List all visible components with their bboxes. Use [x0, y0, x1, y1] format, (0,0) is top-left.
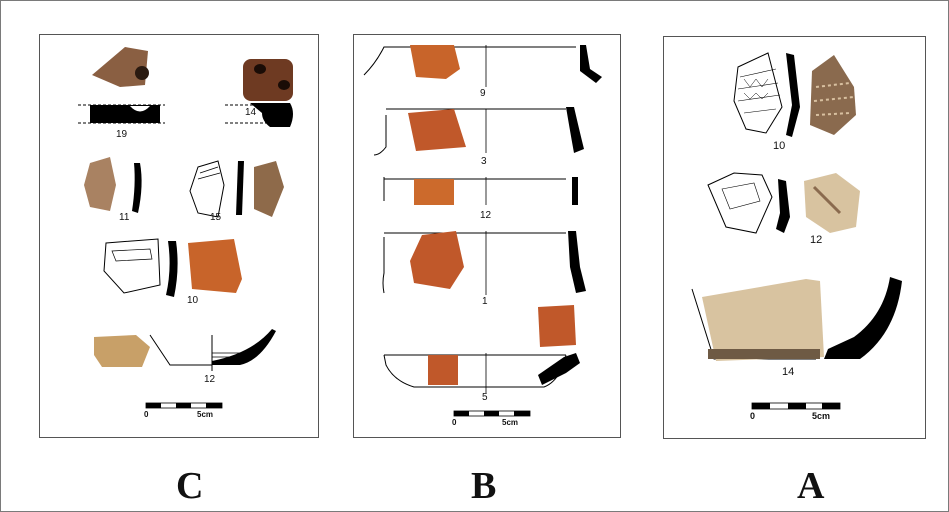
- label-a14: 14: [782, 366, 795, 378]
- label-c15: 15: [210, 212, 222, 223]
- sherd-c10-photo: [188, 239, 242, 293]
- sherd-c14-photo: [243, 59, 293, 101]
- sherd-b5-photo: [428, 355, 458, 385]
- label-b9: 9: [480, 88, 486, 99]
- label-b3: 3: [481, 156, 487, 167]
- profile-c10: [166, 241, 178, 297]
- panel-a-letter: A: [797, 465, 825, 507]
- sherd-c19-hole: [135, 66, 149, 80]
- panel-a-drawing: [691, 52, 902, 410]
- label-c14: 14: [245, 107, 257, 118]
- sherd-a12-drawing: [707, 172, 773, 234]
- label-c11: 11: [119, 212, 130, 223]
- panel-c-letter: C: [176, 465, 204, 507]
- scale-b-start: 0: [452, 418, 457, 427]
- sherd-c19-photo: [92, 47, 148, 87]
- panel-c: 19 14 11 15 10 12 0 5cm: [39, 34, 319, 438]
- scale-a-start: 0: [750, 411, 756, 421]
- sherd-b9-photo: [410, 45, 460, 79]
- scale-bar-b: [453, 410, 531, 417]
- profile-a12: [776, 179, 790, 233]
- label-b5: 5: [482, 392, 488, 403]
- label-a12: 12: [810, 234, 823, 246]
- vessel-b5-outline: [383, 354, 567, 388]
- vessel-c12-outline: [149, 334, 213, 366]
- panel-b-letter: B: [471, 465, 497, 507]
- vessel-b12-outline: [383, 177, 566, 201]
- panel-c-drawing: [78, 47, 293, 409]
- sherd-a14-photo: [702, 279, 824, 361]
- profile-c19: [90, 105, 160, 123]
- sherd-b-extra-photo: [538, 305, 576, 347]
- vessel-b1-outline: [382, 232, 566, 294]
- profile-c14: [250, 103, 293, 127]
- scale-b-end: 5cm: [502, 418, 519, 427]
- label-b1: 1: [482, 296, 488, 307]
- label-a10: 10: [773, 140, 786, 152]
- label-c12: 12: [204, 374, 216, 385]
- sherd-b12-photo: [414, 179, 454, 205]
- sherd-a10-drawing: [733, 52, 783, 134]
- sherd-c15-photo: [254, 161, 284, 217]
- vessel-b3-outline: [373, 108, 566, 156]
- label-c19: 19: [116, 129, 128, 140]
- profile-a10: [786, 53, 800, 137]
- sherd-b3-photo: [408, 109, 466, 151]
- profile-b9: [580, 45, 602, 83]
- vessel-b9-outline: [363, 46, 576, 76]
- sherd-c11-photo: [84, 157, 116, 211]
- scale-a-end: 5cm: [812, 411, 831, 421]
- scale-bar-c: [145, 402, 223, 409]
- scale-c-end: 5cm: [197, 410, 214, 419]
- profile-b1: [568, 231, 586, 293]
- panel-b-drawing: [363, 45, 602, 417]
- profile-c15: [236, 161, 244, 215]
- profile-b12: [572, 177, 578, 205]
- profile-b3: [566, 107, 584, 153]
- sherd-b1-photo: [410, 231, 464, 289]
- scale-c-start: 0: [144, 410, 149, 419]
- panel-b: 9 3 12 1 5 0 5cm: [353, 34, 621, 438]
- scale-bar-a: [751, 402, 841, 410]
- profile-c12: [212, 329, 276, 365]
- sherd-c15-drawing: [189, 160, 225, 218]
- profile-a14: [824, 277, 902, 359]
- sherd-c10-drawing: [103, 238, 161, 294]
- panel-a: 10 12 14 0 5cm: [663, 36, 926, 439]
- label-c10: 10: [187, 295, 199, 306]
- profile-b5: [538, 353, 580, 385]
- sherd-a10-photo: [810, 55, 856, 135]
- sherd-c12-photo: [94, 335, 150, 367]
- label-b12: 12: [480, 210, 492, 221]
- profile-c11: [132, 163, 142, 213]
